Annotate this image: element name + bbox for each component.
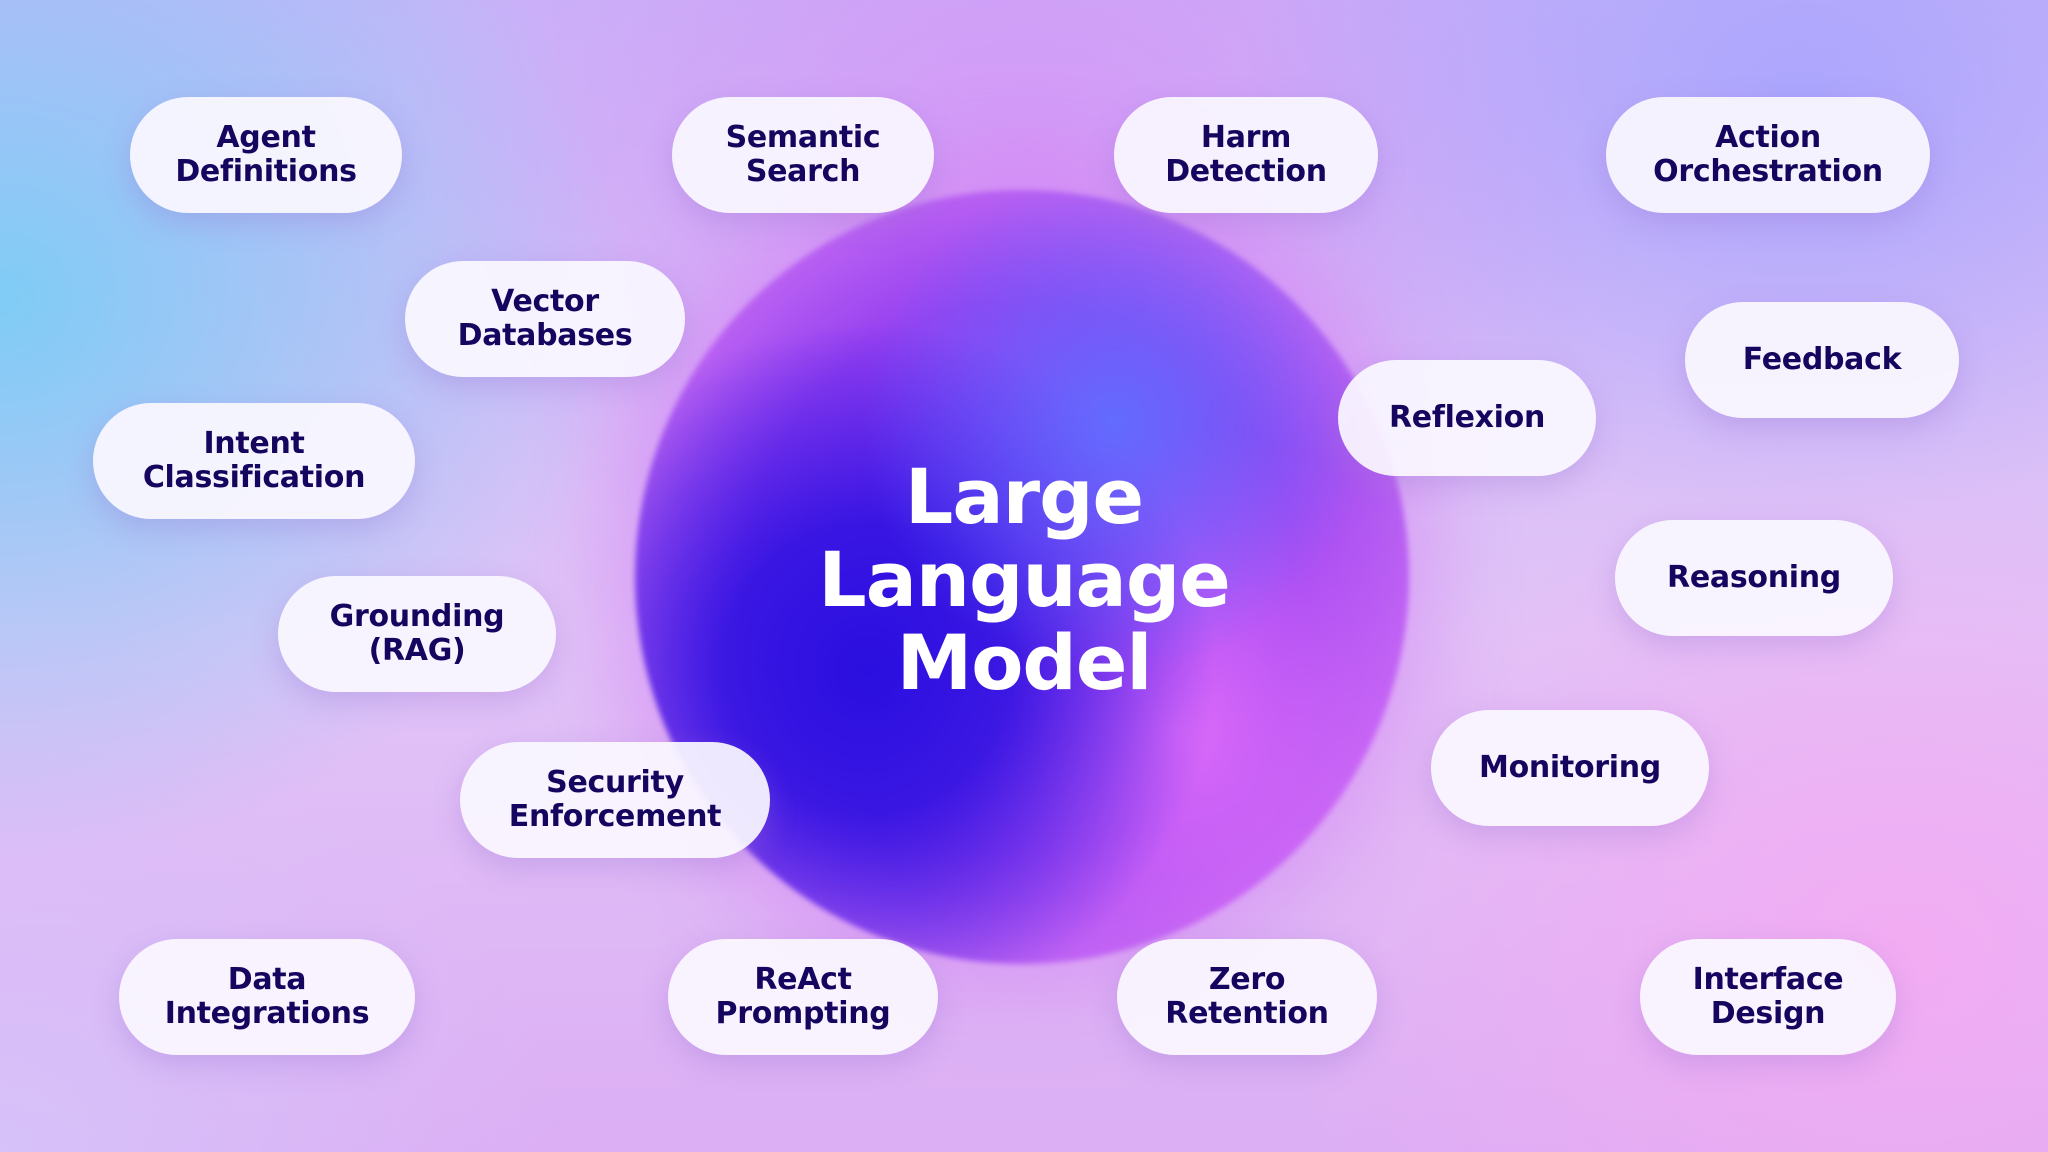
node-label: ReAct xyxy=(754,962,852,997)
node-reasoning: Reasoning xyxy=(1615,520,1893,636)
node-label: Zero xyxy=(1208,962,1286,997)
node-label: Interface xyxy=(1692,962,1844,997)
node-label: Search xyxy=(745,154,861,189)
node-label: Databases xyxy=(457,318,633,353)
node-label: Classification xyxy=(142,460,366,495)
node-interface-design: Interface Design xyxy=(1640,939,1896,1055)
node-label: Data xyxy=(227,962,307,997)
node-label: Definitions xyxy=(175,154,357,189)
node-reflexion: Reflexion xyxy=(1338,360,1596,476)
node-label: Feedback xyxy=(1742,342,1902,377)
center-title-line: Model xyxy=(896,618,1153,707)
node-label: Orchestration xyxy=(1653,154,1883,189)
node-intent-classification: Intent Classification xyxy=(93,403,415,519)
center-title: Large Language Model xyxy=(724,455,1324,704)
node-feedback: Feedback xyxy=(1685,302,1959,418)
node-label: Semantic xyxy=(725,120,881,155)
node-label: Security xyxy=(546,765,684,800)
node-label: Action xyxy=(1715,120,1821,155)
node-semantic-search: Semantic Search xyxy=(672,97,934,213)
node-label: Agent xyxy=(216,120,316,155)
node-zero-retention: Zero Retention xyxy=(1117,939,1377,1055)
node-label: Retention xyxy=(1165,996,1329,1031)
node-data-integrations: Data Integrations xyxy=(119,939,415,1055)
node-label: Detection xyxy=(1165,154,1327,189)
node-label: Vector xyxy=(491,284,599,319)
node-react-prompting: ReAct Prompting xyxy=(668,939,938,1055)
node-grounding-rag: Grounding (RAG) xyxy=(278,576,556,692)
node-vector-databases: Vector Databases xyxy=(405,261,685,377)
node-agent-definitions: Agent Definitions xyxy=(130,97,402,213)
node-monitoring: Monitoring xyxy=(1431,710,1709,826)
llm-orb xyxy=(635,190,1409,964)
node-action-orchestration: Action Orchestration xyxy=(1606,97,1930,213)
node-harm-detection: Harm Detection xyxy=(1114,97,1378,213)
node-label: Design xyxy=(1710,996,1826,1031)
node-label: Intent xyxy=(203,426,305,461)
node-label: (RAG) xyxy=(368,633,466,668)
node-label: Monitoring xyxy=(1479,750,1661,785)
node-security-enforcement: Security Enforcement xyxy=(460,742,770,858)
node-label: Reflexion xyxy=(1388,400,1546,435)
node-label: Grounding xyxy=(329,599,505,634)
node-label: Prompting xyxy=(715,996,891,1031)
node-label: Reasoning xyxy=(1667,560,1841,595)
node-label: Integrations xyxy=(164,996,370,1031)
node-label: Enforcement xyxy=(508,799,722,834)
center-title-line: Language xyxy=(818,535,1231,624)
center-title-line: Large xyxy=(904,452,1144,541)
node-label: Harm xyxy=(1200,120,1292,155)
